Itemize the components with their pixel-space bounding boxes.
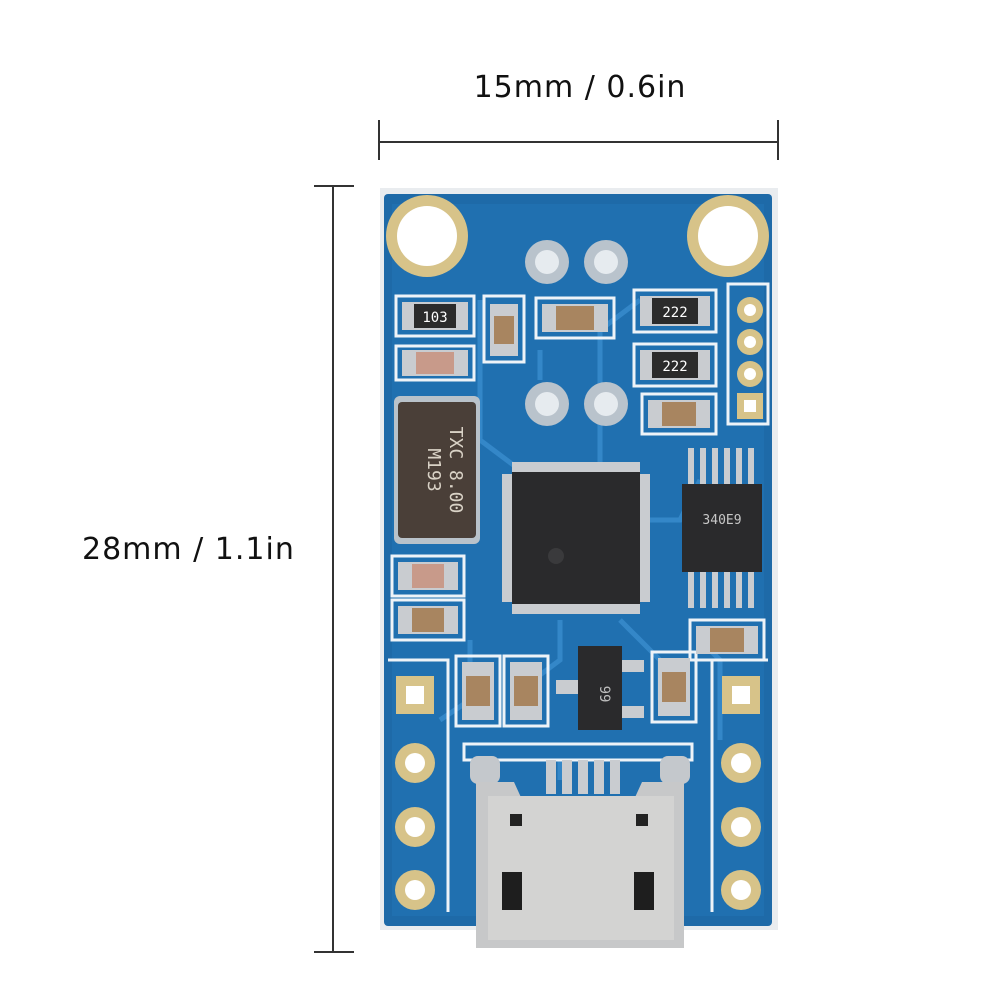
header-pins-right-top	[737, 297, 763, 419]
micro-usb-connector	[470, 756, 690, 948]
resistor-label-222-b: 222	[662, 359, 687, 375]
microcontroller-chip	[502, 462, 650, 614]
width-dimension-line	[378, 120, 779, 160]
voltage-regulator	[556, 646, 644, 730]
capacitors	[398, 304, 758, 720]
resistor-label-222-a: 222	[662, 305, 687, 321]
crystal-oscillator	[394, 396, 480, 544]
regulator-marking: 99	[596, 686, 612, 703]
width-dimension-label: 15mm / 0.6in	[473, 70, 687, 105]
resistor-label-103: 103	[422, 310, 447, 326]
header-pins-right-bottom	[721, 676, 761, 910]
crystal-marking-line1: TXC 8.00	[445, 427, 466, 514]
height-dimension-label: 28mm / 1.1in	[82, 532, 295, 567]
crystal-marking-line2: M193	[423, 448, 444, 491]
small-ic-chip	[682, 448, 762, 608]
test-points	[525, 240, 628, 426]
header-pins-left-bottom	[395, 676, 435, 910]
silkscreen	[388, 282, 770, 912]
height-dimension-line	[314, 185, 354, 953]
resistors	[402, 296, 710, 380]
mounting-pads	[386, 195, 769, 277]
small-ic-marking: 340E9	[702, 513, 741, 528]
